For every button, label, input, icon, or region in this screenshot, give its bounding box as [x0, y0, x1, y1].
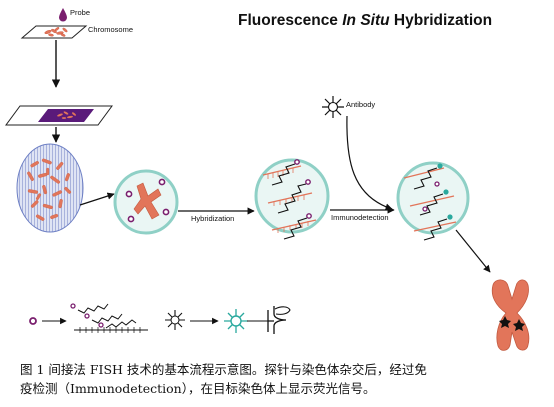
title-part3: Hybridization	[389, 12, 493, 29]
diagram-title: Fluorescence In Situ Hybridization	[238, 12, 492, 30]
caption-line-2: 疫检测（Immunodetection），在目标染色体上显示荧光信号。	[20, 381, 376, 396]
antibody-label: Antibody	[346, 100, 376, 109]
title-part1: Fluorescence	[238, 12, 343, 29]
legend-fluorescent-antibody-icon	[224, 306, 291, 334]
circle-hybridized	[254, 158, 330, 240]
circle-immunodetected	[396, 161, 470, 241]
hybridization-label: Hybridization	[191, 214, 235, 223]
caption-line-1: 图 1 间接法 FISH 技术的基本流程示意图。探针与染色体杂交后，经过免	[20, 362, 427, 377]
arrow-to-circle-1	[79, 192, 115, 206]
antibody-star-icon	[322, 96, 344, 118]
circle-chromosome-probes	[113, 169, 179, 235]
nucleus	[16, 143, 84, 233]
immunodetection-label: Immunodetection	[331, 213, 389, 222]
title-part2: In Situ	[342, 12, 390, 29]
arrow-to-result	[455, 229, 491, 273]
chromosome-card	[20, 25, 88, 39]
probe-label: Probe	[70, 8, 91, 17]
arrow-antibody	[346, 115, 393, 211]
legend-hybrid-strands	[70, 303, 148, 333]
legend-antibody-star-icon	[165, 310, 185, 330]
slide	[5, 105, 113, 126]
figure-caption: 图 1 间接法 FISH 技术的基本流程示意图。探针与染色体杂交后，经过免 疫检…	[20, 360, 542, 398]
probe-drop-icon	[59, 8, 67, 22]
chromosome-label: Chromosome	[88, 25, 134, 34]
result-chromosome	[491, 279, 530, 351]
legend-probe-dot	[29, 317, 37, 325]
